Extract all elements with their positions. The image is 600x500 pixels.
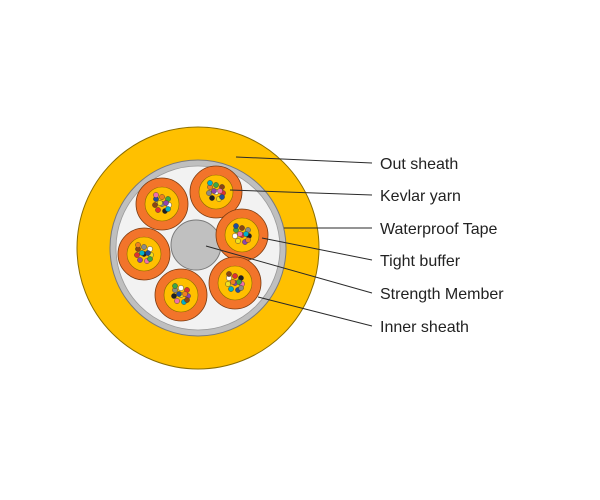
fiber: [236, 279, 242, 285]
fiber: [172, 283, 178, 289]
fiber: [235, 238, 241, 244]
fiber: [213, 182, 219, 188]
tight-buffer-unit: [208, 256, 262, 310]
label-strength-member: Strength Member: [380, 286, 504, 303]
strength-member: [170, 219, 222, 271]
fiber: [243, 231, 249, 237]
fiber: [209, 195, 215, 201]
cable-cross-section: [76, 126, 320, 370]
fiber: [207, 180, 213, 186]
fiber: [232, 273, 238, 279]
fiber: [228, 286, 234, 292]
labels: Out sheath Kevlar yarn Waterproof Tape T…: [380, 156, 504, 336]
leader-out-sheath: [235, 156, 373, 164]
fiber: [182, 291, 188, 297]
fiber: [147, 256, 153, 262]
fiber: [206, 190, 212, 196]
fiber: [155, 207, 161, 213]
fiber: [174, 298, 180, 304]
fiber: [225, 281, 231, 287]
fiber: [245, 237, 251, 243]
fiber: [135, 242, 141, 248]
tight-buffer-unit: [189, 165, 243, 219]
fiber: [184, 297, 190, 303]
fiber: [141, 244, 147, 250]
leader-inner-sheath: [257, 296, 373, 327]
fiber: [239, 225, 245, 231]
label-out-sheath: Out sheath: [380, 156, 458, 173]
fiber: [152, 202, 158, 208]
fiber: [153, 192, 159, 198]
fiber: [230, 279, 236, 285]
fiber: [163, 200, 169, 206]
label-inner-sheath: Inner sheath: [380, 319, 469, 336]
leader-kevlar-yarn: [229, 189, 373, 196]
fiber: [134, 252, 140, 258]
tight-buffer-units: [117, 165, 269, 322]
fiber: [238, 285, 244, 291]
fiber: [219, 194, 225, 200]
fiber: [211, 188, 217, 194]
fiber: [145, 250, 151, 256]
label-kevlar-yarn: Kevlar yarn: [380, 188, 461, 205]
fiber: [139, 250, 145, 256]
fiber: [226, 271, 232, 277]
leader-tight-buffer: [261, 237, 373, 261]
fiber: [157, 200, 163, 206]
fiber: [171, 293, 177, 299]
leader-lines: [205, 156, 373, 327]
tight-buffer-unit: [117, 227, 171, 281]
fiber: [165, 206, 171, 212]
label-waterproof-tape: Waterproof Tape: [380, 221, 498, 238]
leader-strength-member: [205, 245, 373, 294]
label-tight-buffer: Tight buffer: [380, 253, 461, 270]
tight-buffer-unit: [154, 268, 208, 322]
tight-buffer-unit: [135, 177, 189, 231]
fiber: [159, 194, 165, 200]
fiber: [178, 285, 184, 291]
tight-buffer-unit: [215, 208, 269, 262]
fiber: [176, 291, 182, 297]
fiber: [232, 233, 238, 239]
fiber: [233, 223, 239, 229]
fiber: [237, 231, 243, 237]
fiber: [137, 257, 143, 263]
fiber: [217, 188, 223, 194]
